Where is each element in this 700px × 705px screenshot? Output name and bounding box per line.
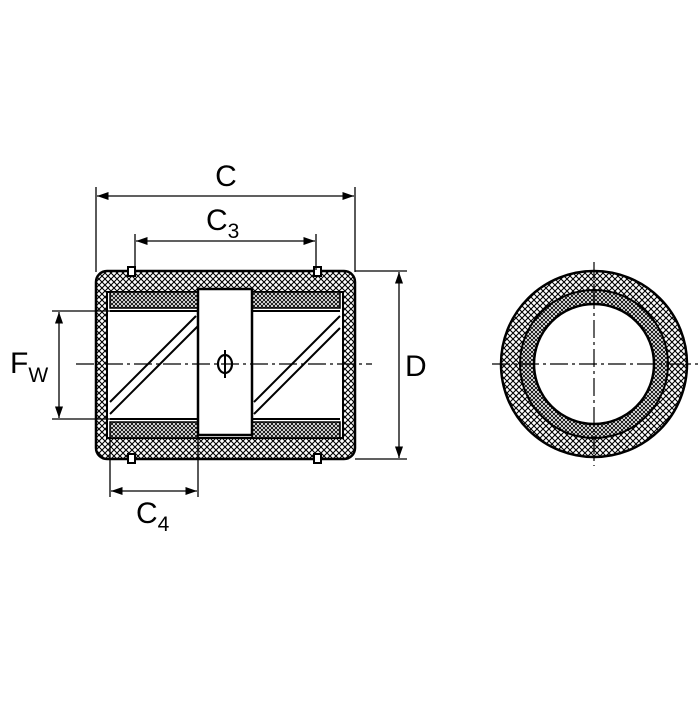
dimension-c4: C4: [109, 436, 199, 536]
center-window: [196, 287, 254, 437]
end-view: [492, 262, 698, 466]
groove-bottom-right: [313, 453, 322, 464]
label-c: C: [215, 160, 237, 193]
liner-bottom-left: [109, 421, 199, 439]
label-fw: FW: [10, 347, 48, 387]
liner-top-right: [251, 291, 341, 309]
groove-top-right: [313, 266, 322, 277]
label-c3: C3: [206, 204, 239, 243]
dimension-fw: FW: [10, 310, 110, 420]
liner-top-left: [109, 291, 199, 309]
diagonal-slot-left: [109, 315, 199, 415]
dimension-c3: C3: [134, 204, 317, 270]
side-view: [76, 266, 372, 464]
dimension-d: D: [355, 270, 427, 460]
dimension-c: C: [95, 160, 356, 272]
liner-bottom-right: [251, 421, 341, 439]
label-c4: C4: [136, 497, 170, 536]
groove-bottom-left: [127, 453, 136, 464]
label-d: D: [405, 350, 427, 383]
diagonal-slot-right: [253, 315, 341, 415]
groove-top-left: [127, 266, 136, 277]
